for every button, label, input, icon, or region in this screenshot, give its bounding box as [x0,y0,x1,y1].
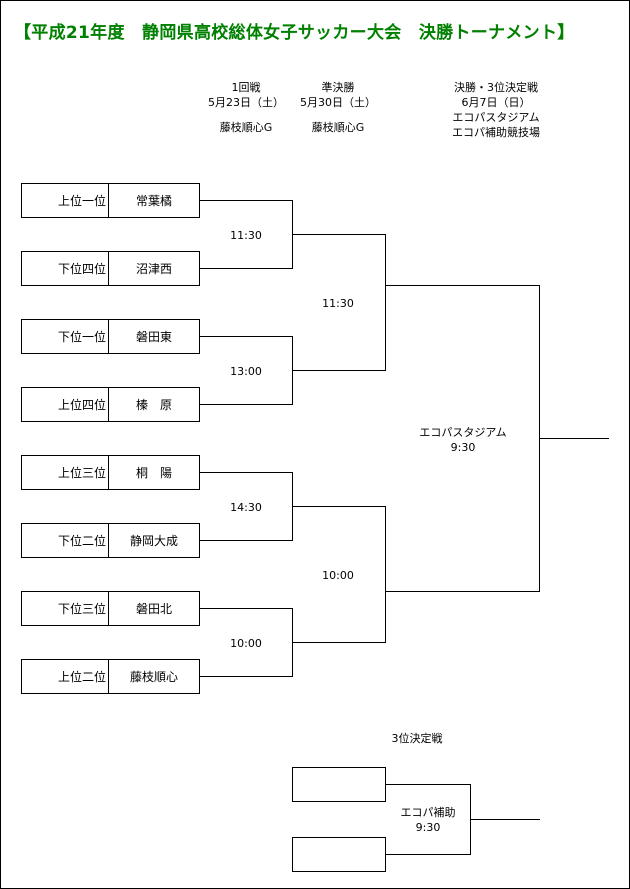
bracket-line [385,234,386,371]
bracket-line [200,540,293,541]
team-school: 桐 陽 [135,466,172,480]
team-box: 上位四位 榛 原 [21,387,200,422]
final-date: 6月7日（日） [461,96,531,109]
team-seed: 上位二位 [22,660,109,693]
team-school: 磐田北 [135,602,172,616]
third-place-time: 9:30 [415,821,441,834]
team-seed: 下位二位 [22,524,109,557]
team-seed: 上位一位 [22,184,109,217]
bracket-line [385,784,471,785]
team-seed: 上位三位 [22,456,109,489]
third-place-slot [292,837,386,872]
final-venue-2: エコパ補助競技場 [452,126,540,139]
team-box: 上位三位 桐 陽 [21,455,200,490]
team-box: 下位三位 磐田北 [21,591,200,626]
team-box: 上位一位 常葉橘 [21,183,200,218]
bracket-line [470,819,540,820]
team-seed: 下位一位 [22,320,109,353]
team-seed: 下位四位 [22,252,109,285]
bracket-line [385,591,540,592]
team-seed: 下位三位 [22,592,109,625]
round1-venue: 藤枝順心G [219,121,273,134]
team-school: 沼津西 [135,262,172,276]
semi-header: 準決勝 5月30日（土） 藤枝順心G [298,80,378,135]
match-time: 13:00 [230,365,262,378]
bracket-line [200,200,293,201]
team-school: 磐田東 [135,330,172,344]
team-seed: 上位四位 [22,388,109,421]
bracket-line [292,642,386,643]
final-time: 9:30 [450,441,476,454]
third-place-slot [292,767,386,802]
final-venue-1: エコパスタジアム [452,111,540,124]
round1-header: 1回戦 5月23日（土） 藤枝順心G [206,80,286,135]
team-school: 榛 原 [135,398,172,412]
page-title: 【平成21年度 静岡県高校総体女子サッカー大会 決勝トーナメント】 [14,23,575,43]
team-box: 下位四位 沼津西 [21,251,200,286]
semi-venue: 藤枝順心G [311,121,365,134]
bracket-line [292,506,386,507]
bracket-line [200,268,293,269]
match-time: 10:00 [322,569,354,582]
third-place-info: エコパ補助 9:30 [388,805,468,835]
bracket-line [200,404,293,405]
bracket-line [539,438,609,439]
team-school: 藤枝順心 [129,670,178,684]
bracket-line [200,608,293,609]
final-match-info: エコパスタジアム 9:30 [398,425,528,455]
team-box: 上位二位 藤枝順心 [21,659,200,694]
round1-name: 1回戦 [231,81,261,94]
final-name: 決勝・3位決定戦 [454,81,538,94]
semi-name: 準決勝 [321,81,355,94]
bracket-line [385,854,471,855]
team-box: 下位一位 磐田東 [21,319,200,354]
bracket-line [385,506,386,643]
match-time: 10:00 [230,637,262,650]
bracket-line [292,370,386,371]
bracket-line [385,285,540,286]
bracket-line [200,676,293,677]
match-time: 11:30 [230,229,262,242]
third-place-venue: エコパ補助 [400,806,456,819]
team-school: 常葉橘 [135,194,172,208]
bracket-line [292,234,386,235]
bracket-line [200,472,293,473]
third-place-label: 3位決定戦 [391,732,443,745]
final-header: 決勝・3位決定戦 6月7日（日） エコパスタジアム エコパ補助競技場 [436,80,556,140]
round1-date: 5月23日（土） [208,96,284,109]
bracket-line [200,336,293,337]
team-school: 静岡大成 [129,534,178,548]
match-time: 11:30 [322,297,354,310]
final-venue: エコパスタジアム [419,426,507,439]
semi-date: 5月30日（土） [300,96,376,109]
team-box: 下位二位 静岡大成 [21,523,200,558]
match-time: 14:30 [230,501,262,514]
